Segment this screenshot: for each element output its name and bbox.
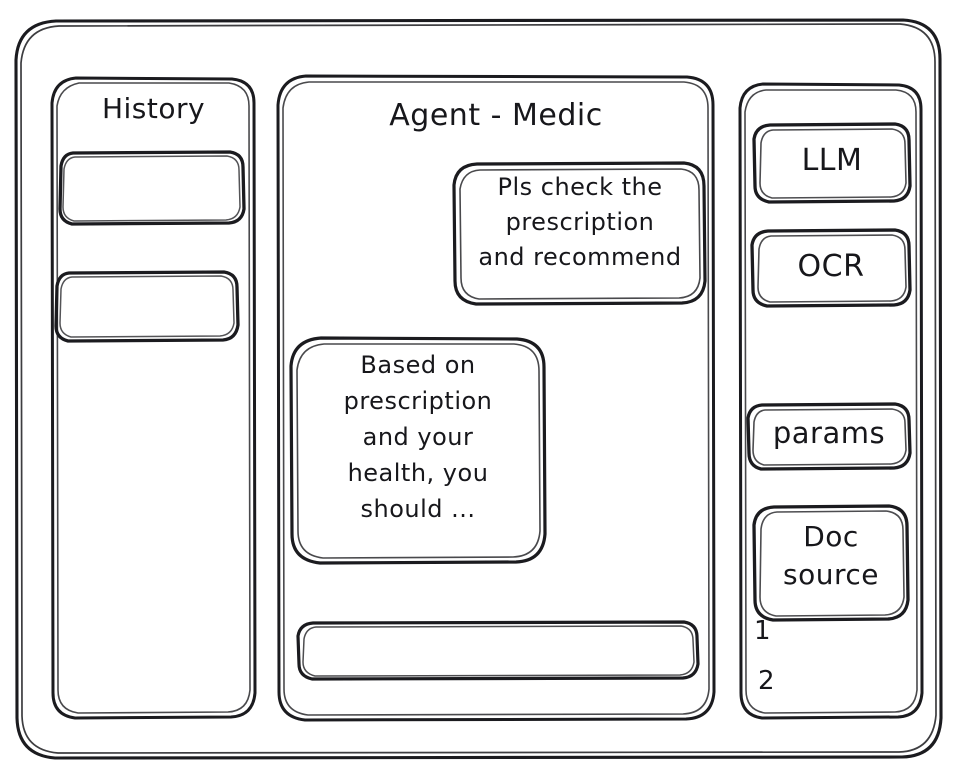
chat-bubble-user — [452, 161, 708, 306]
message-input[interactable] — [296, 620, 700, 681]
tool-card-ocr[interactable] — [750, 228, 912, 308]
history-item[interactable] — [54, 270, 240, 343]
tool-card-params[interactable] — [746, 402, 912, 471]
tool-card-llm[interactable] — [752, 122, 912, 204]
tool-card-doc-source[interactable] — [752, 504, 910, 622]
history-item[interactable] — [58, 150, 246, 226]
chat-bubble-assistant — [289, 336, 547, 565]
